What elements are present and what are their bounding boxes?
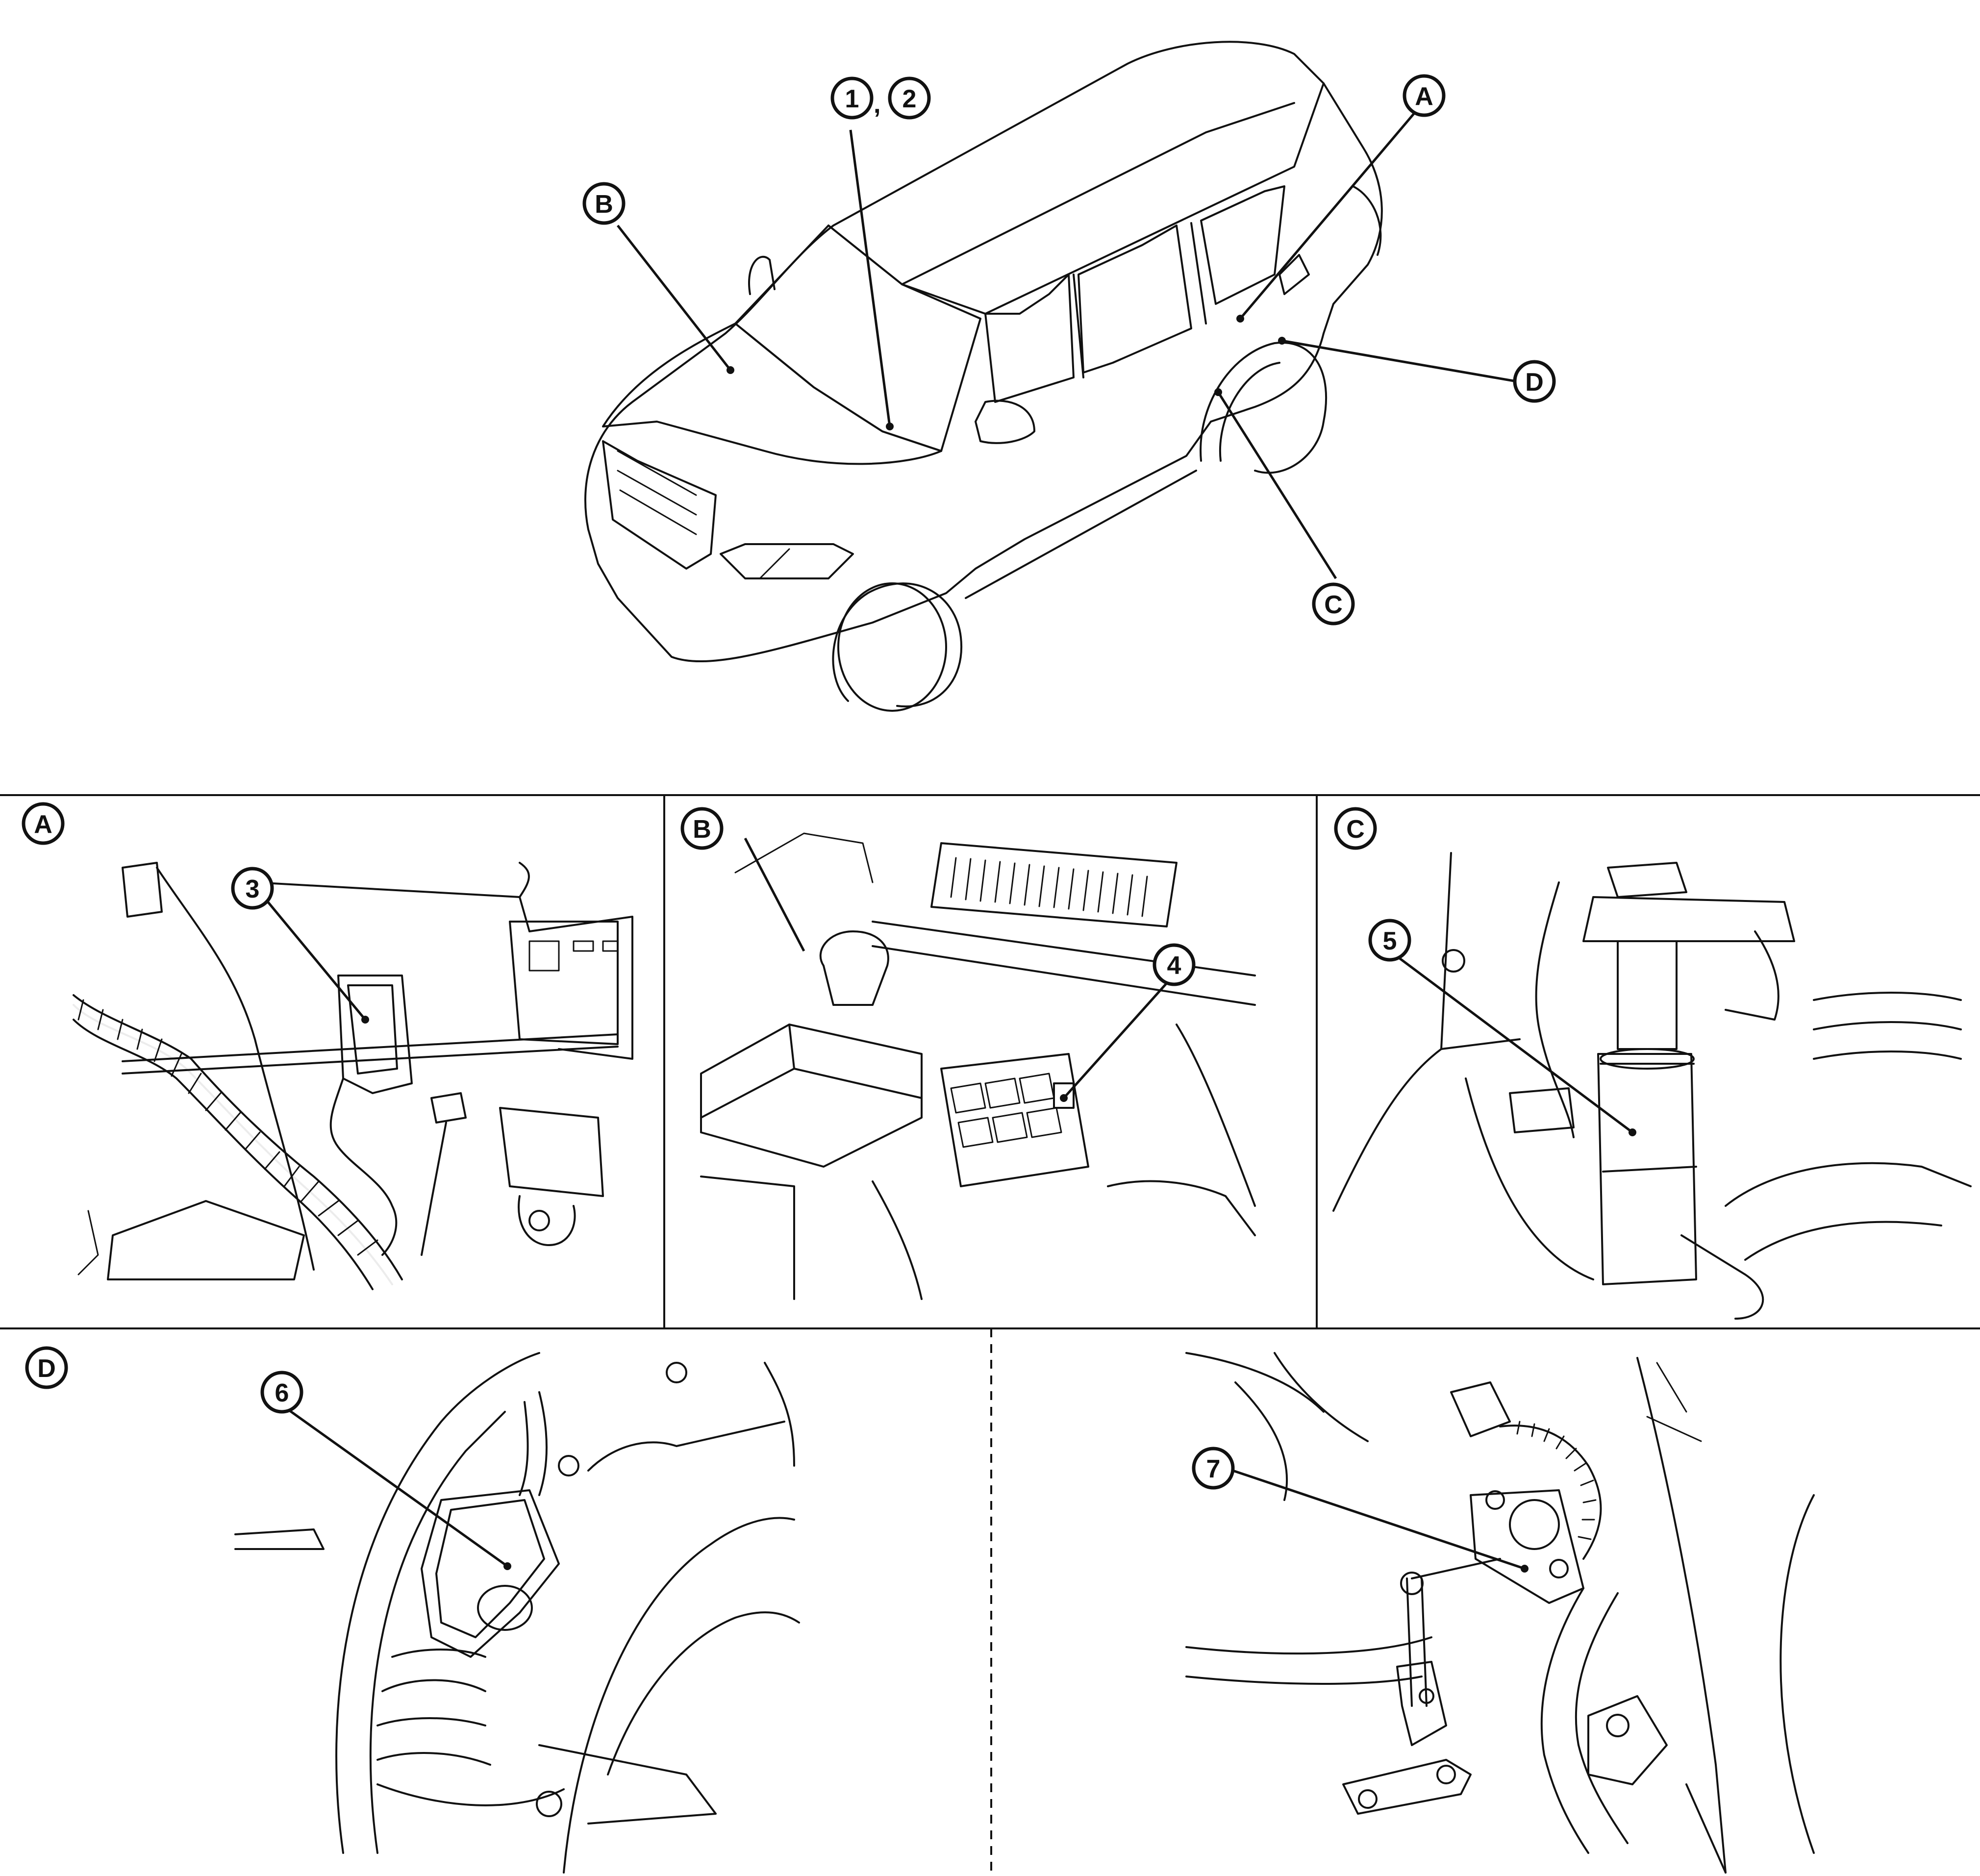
view-label-a: A (1403, 74, 1446, 117)
svg-text:6: 6 (275, 1379, 289, 1407)
callout-6: 6 (260, 1371, 303, 1414)
svg-text:A: A (1415, 82, 1433, 111)
svg-text:4: 4 (1167, 951, 1181, 980)
panel-c: C 5 (1332, 807, 1972, 1320)
callout-4: 4 (1153, 943, 1196, 986)
svg-text:5: 5 (1383, 927, 1397, 955)
svg-text:3: 3 (246, 875, 260, 903)
vehicle-overview (584, 41, 1383, 712)
callout-2: 2 (888, 76, 931, 120)
svg-text:D: D (37, 1354, 56, 1383)
callout-3: 3 (231, 867, 274, 910)
svg-text:7: 7 (1206, 1455, 1221, 1483)
view-label-c: C (1312, 582, 1355, 625)
svg-text:2: 2 (902, 85, 917, 113)
panel-d-left: D 6 (25, 1346, 800, 1874)
view-label-d: D (1513, 360, 1556, 403)
svg-text:B: B (595, 190, 613, 219)
svg-text:B: B (693, 815, 711, 844)
panel-d-label: D (25, 1346, 68, 1389)
callout-5: 5 (1368, 919, 1411, 962)
panel-frames (0, 794, 1980, 1876)
callout-1: 1 (830, 76, 874, 120)
panel-c-label: C (1334, 807, 1377, 850)
callout-7: 7 (1192, 1447, 1235, 1490)
svg-text:D: D (1525, 368, 1544, 397)
overview-leaders (617, 109, 1523, 579)
svg-text:C: C (1346, 815, 1365, 844)
panel-a: A 3 (22, 802, 633, 1290)
panel-a-label: A (22, 802, 65, 845)
svg-text:1: 1 (845, 85, 859, 113)
callout-separator: , (874, 90, 880, 119)
svg-text:C: C (1324, 591, 1343, 619)
panel-b: B 4 (680, 807, 1256, 1300)
svg-text:A: A (34, 810, 52, 839)
view-label-b: B (582, 182, 626, 225)
panel-b-label: B (680, 807, 724, 850)
panel-d-right: 7 (1185, 1352, 1815, 1874)
